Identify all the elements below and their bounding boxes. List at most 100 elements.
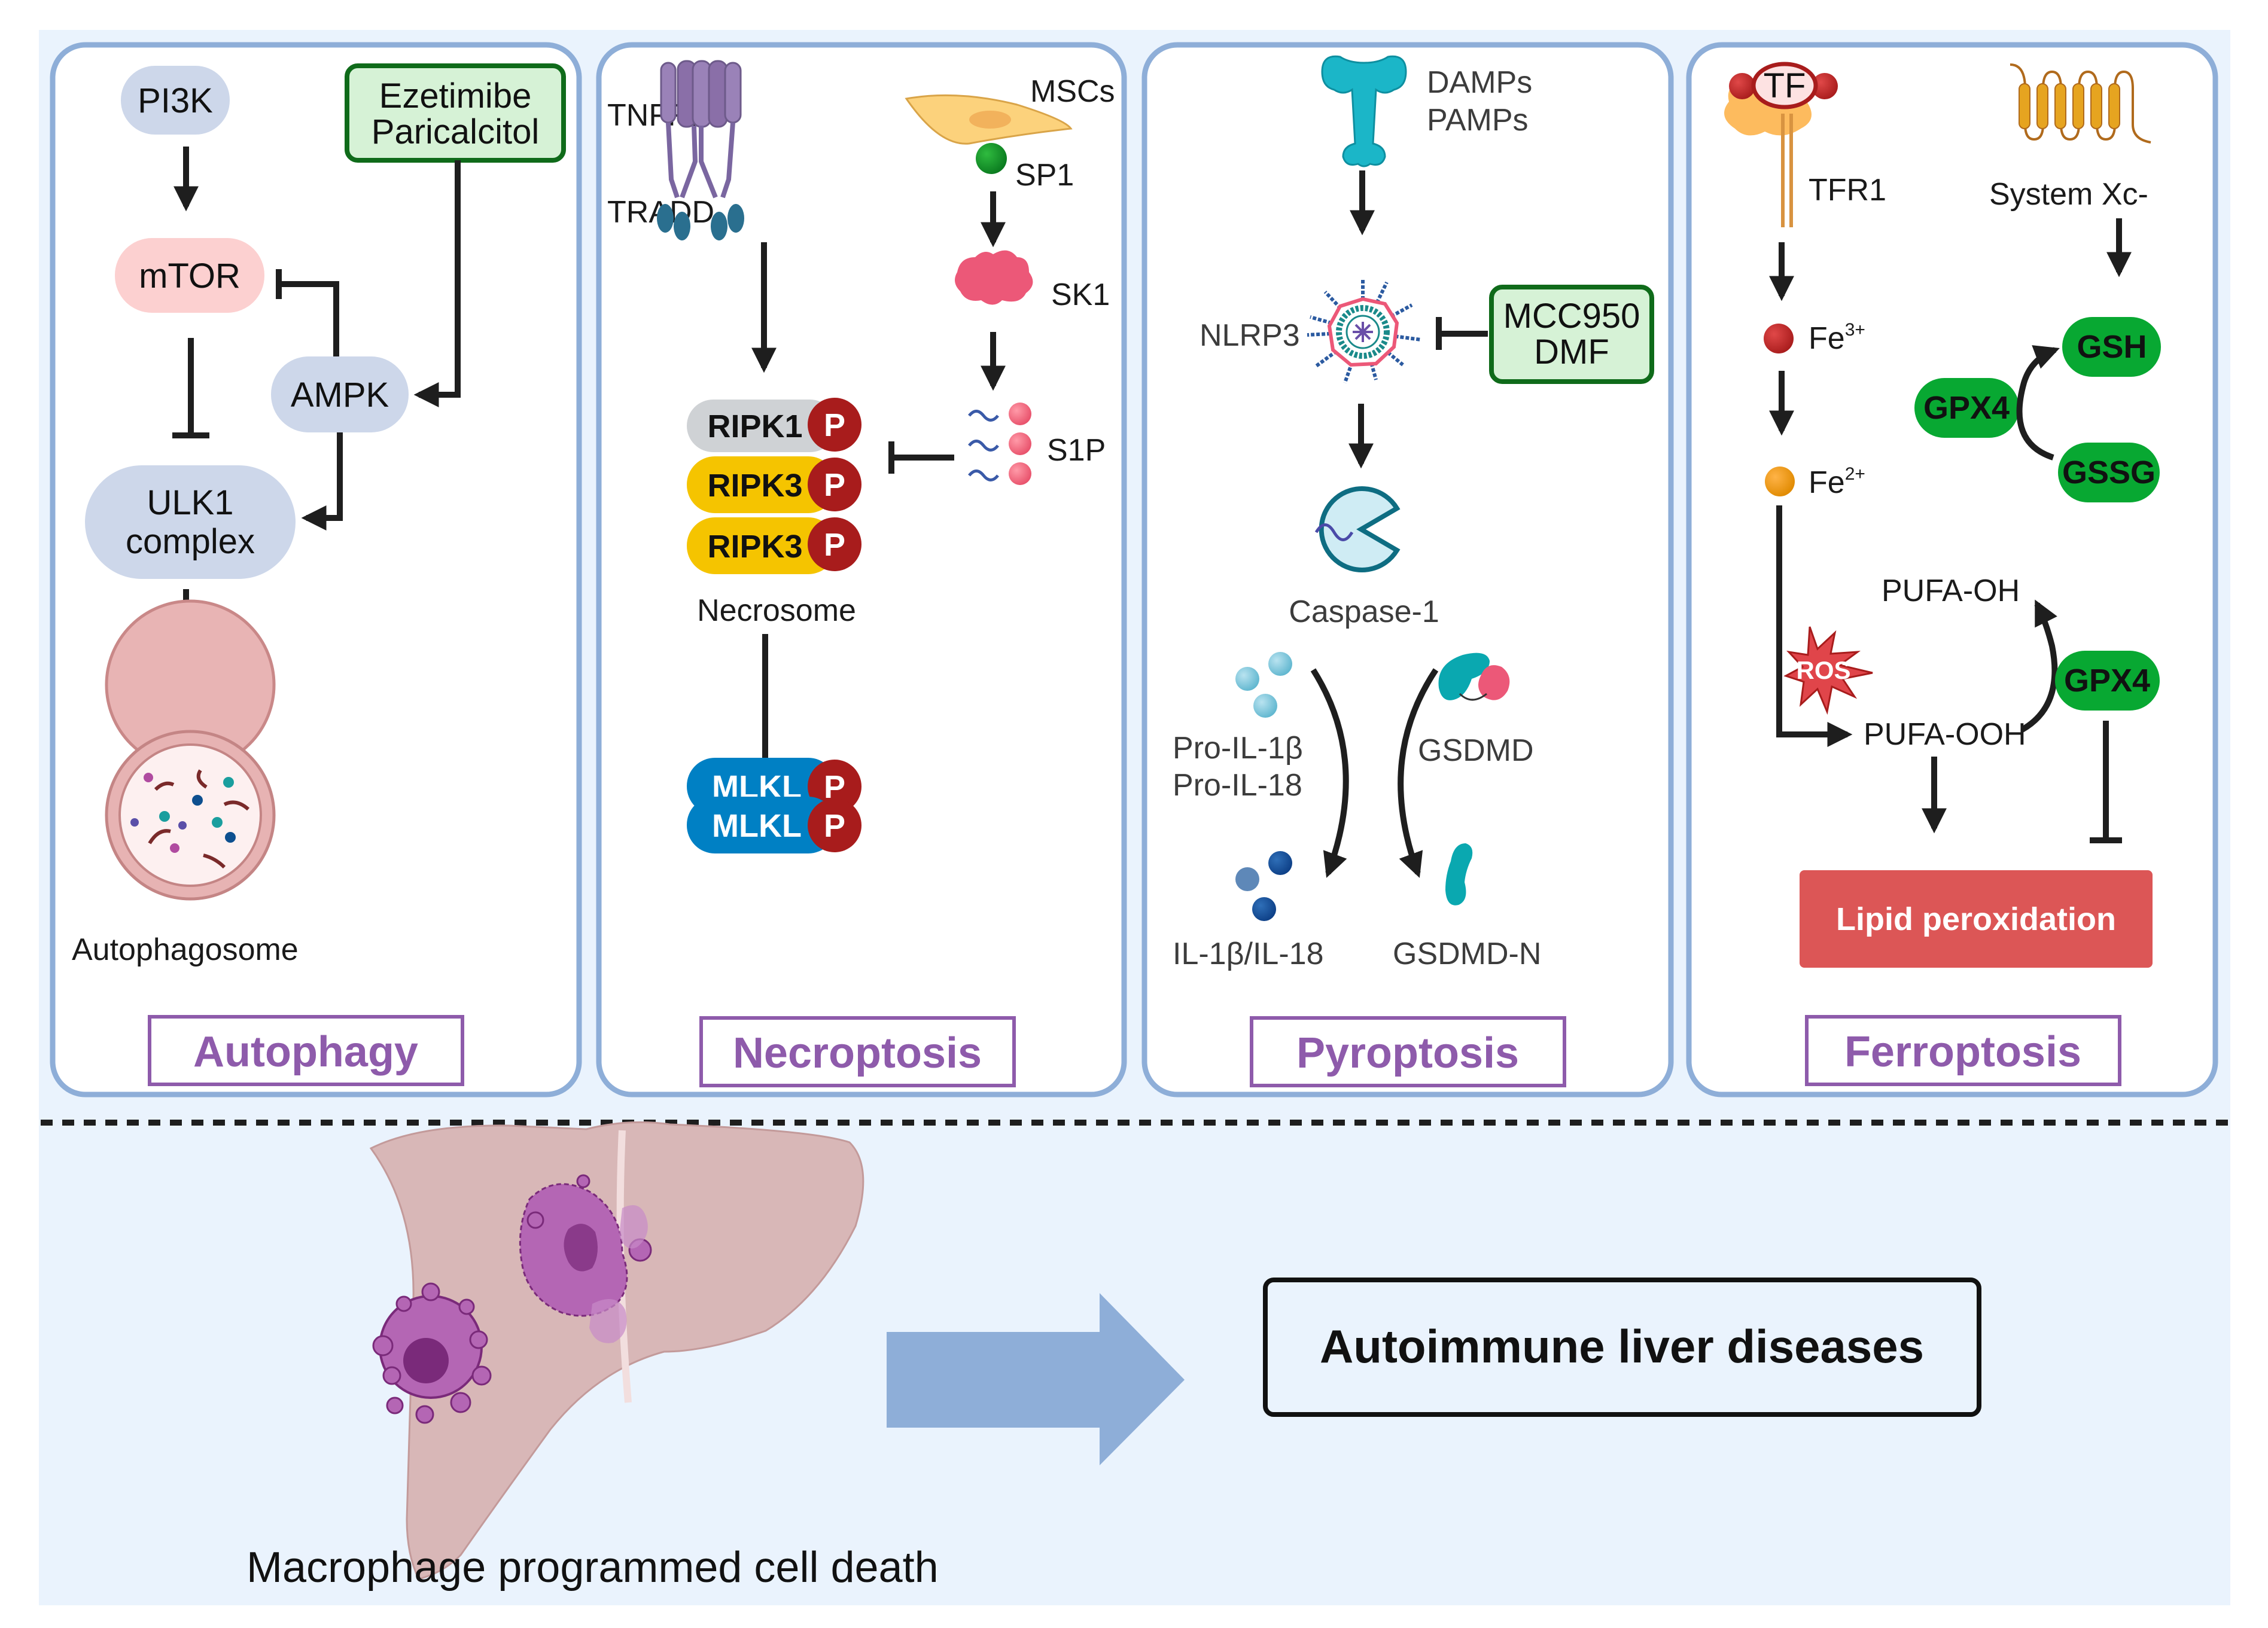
gsh-label: GSH — [2077, 329, 2147, 365]
arrow-pro-cytokines — [1310, 668, 1349, 878]
mlkl-label-b: MLKL — [712, 808, 802, 844]
system-xc-transporter-icon — [2010, 63, 2151, 144]
pro-cytokine-ball-1 — [1235, 667, 1259, 691]
ferroptosis-pathway: TF TFR1 System Xc- Fe3+ Fe2+ GSH GPX4 — [1724, 62, 2161, 1086]
fe2-base: Fe — [1809, 465, 1845, 500]
title-ferroptosis: Ferroptosis — [1844, 1028, 2081, 1076]
sk1-enzyme-icon — [955, 250, 1033, 305]
fe2-superscript: 2+ — [1845, 464, 1865, 484]
arrow-gssg-gsh — [2016, 345, 2060, 461]
autophagosome-graphic — [105, 730, 276, 901]
pattern-receptor-icon — [1321, 55, 1407, 167]
caspase1-label: Caspase-1 — [1289, 595, 1439, 629]
drug-paricalcitol: Paricalcitol — [372, 112, 539, 151]
mtor-label: mTOR — [139, 257, 241, 295]
tnfr1-receptor-icon — [657, 60, 744, 240]
ampk-label: AMPK — [291, 376, 389, 414]
gsdmd-n-label: GSDMD-N — [1393, 937, 1541, 971]
title-pyroptosis: Pyroptosis — [1296, 1029, 1519, 1077]
outcome-box[interactable] — [1263, 1278, 1981, 1417]
liver-icon — [369, 1121, 864, 1580]
arrow-fe2-pufa-ooh — [1776, 505, 1853, 747]
title-necroptosis: Necroptosis — [733, 1029, 982, 1077]
drug-box-pyroptosis[interactable] — [1489, 285, 1654, 384]
liver-caption: Macrophage programmed cell death — [246, 1544, 939, 1592]
ripk3-label-b: RIPK3 — [707, 529, 802, 565]
fe3-superscript: 3+ — [1845, 320, 1865, 340]
ripk3-node-a — [687, 456, 836, 513]
arrow-drug-ampk — [413, 160, 461, 407]
ampk-node — [271, 356, 409, 432]
msc-cell-icon — [905, 94, 1073, 145]
ros-label: ROS — [1796, 656, 1850, 684]
mscs-label: MSCs — [1030, 74, 1115, 109]
gpx4-label-a: GPX4 — [1923, 390, 2010, 426]
fe2-label: Fe2+ — [1809, 464, 1865, 500]
panel-ferroptosis — [1686, 42, 2218, 1097]
ros-burst-icon — [1783, 626, 1873, 715]
pro-cytokine-ball-2 — [1268, 652, 1292, 676]
title-box-pyroptosis[interactable] — [1250, 1016, 1566, 1087]
inhibit-ampk-mtor — [279, 281, 339, 357]
pro-il1b-label: Pro-IL-1β — [1173, 731, 1303, 766]
outcome-label: Autoimmune liver diseases — [1320, 1320, 1924, 1373]
phospho-mlkl-b-label: P — [824, 808, 845, 844]
gsh-node — [2062, 317, 2161, 377]
nlrp3-inflammasome-icon — [1307, 278, 1421, 383]
phospho-ripk3-b-label: P — [824, 527, 845, 563]
autophagy-pathway: PI3K Ezetimibe Paricalcitol mTOR AMPK UL… — [72, 63, 566, 1086]
necrosome-label: Necrosome — [697, 593, 856, 628]
phospho-ripk3-b — [808, 517, 861, 571]
sp1-icon — [976, 143, 1007, 174]
fe2-ion-icon — [1765, 467, 1795, 496]
drug-ezetimibe: Ezetimibe — [379, 77, 532, 115]
gsdmd-icon — [1438, 653, 1510, 701]
gpx4-node-a — [1914, 378, 2019, 438]
gsdmd-n-icon — [1445, 843, 1473, 906]
caspase1-icon — [1314, 486, 1401, 572]
ripk1-node — [687, 400, 836, 452]
system-xc-label: System Xc- — [1989, 177, 2148, 212]
pi3k-label: PI3K — [138, 81, 213, 120]
damps-label: DAMPs — [1427, 65, 1532, 100]
tf-label: TF — [1764, 66, 1806, 105]
tfr1-receptor-icon — [1724, 62, 1838, 227]
fe3-base: Fe — [1809, 321, 1845, 356]
gpx4-node-b — [2055, 651, 2160, 711]
lipid-peroxidation-box[interactable] — [1800, 870, 2153, 968]
title-box-autophagy[interactable] — [148, 1015, 464, 1086]
pamps-label: PAMPs — [1427, 103, 1529, 138]
ulk1-node — [85, 465, 296, 579]
gsdmd-label: GSDMD — [1418, 733, 1534, 768]
pro-il18-label: Pro-IL-18 — [1173, 768, 1302, 803]
sk1-label: SK1 — [1051, 278, 1110, 312]
phospho-ripk1 — [808, 398, 861, 452]
arrow-ampk-ulk1 — [301, 432, 343, 531]
pro-cytokine-ball-3 — [1253, 694, 1277, 718]
title-box-necroptosis[interactable] — [699, 1016, 1016, 1087]
fe3-ion-icon — [1764, 324, 1794, 353]
tfr1-label: TFR1 — [1809, 173, 1886, 208]
transition-arrow-icon — [887, 1293, 1185, 1465]
il1b-il18-label: IL-1β/IL-18 — [1173, 937, 1323, 971]
cytokine-ball-1 — [1235, 867, 1259, 891]
pyroptosis-pathway: DAMPs PAMPs — [1173, 55, 1654, 1087]
phospho-ripk3-a-label: P — [824, 467, 845, 503]
gssg-label: GSSG — [2062, 455, 2156, 490]
liver-illustration — [369, 1121, 864, 1580]
mlkl-node-b — [687, 797, 836, 853]
phospho-ripk1-label: P — [824, 407, 845, 443]
title-box-ferroptosis[interactable] — [1805, 1015, 2121, 1086]
ulk1-label-1: ULK1 — [147, 483, 233, 522]
macrophage-cell-left-icon — [372, 1282, 492, 1424]
arrow-gsdmd-cleavage — [1398, 668, 1439, 878]
gpx4-label-b: GPX4 — [2064, 663, 2150, 699]
autophagosome-label: Autophagosome — [72, 932, 299, 967]
ripk1-label: RIPK1 — [707, 408, 802, 444]
arrow-pufa-ooh-oh — [2020, 599, 2058, 733]
pufa-oh-label: PUFA-OH — [1882, 574, 2020, 608]
s1p-icon — [968, 403, 1031, 485]
fe3-label: Fe3+ — [1809, 320, 1865, 356]
ripk3-node-b — [687, 517, 836, 574]
